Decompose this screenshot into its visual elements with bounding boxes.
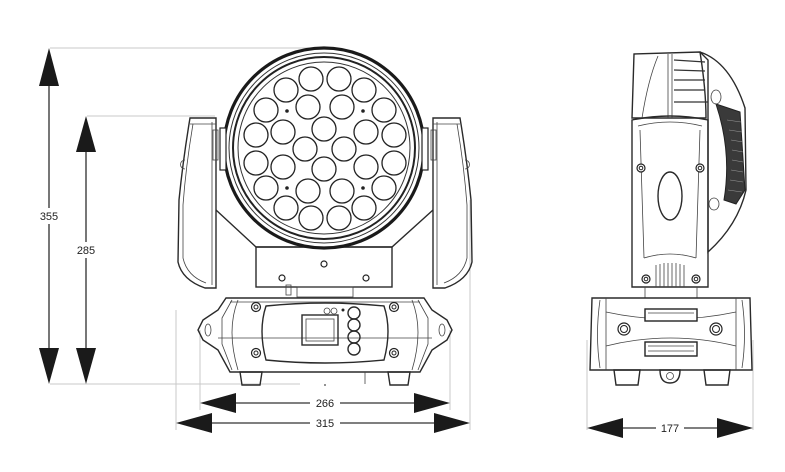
led-lens [243,122,269,148]
led-lens [371,175,397,201]
led-lens [311,116,337,142]
led-lens [331,136,357,162]
led-head [219,46,429,250]
led-lens [326,205,352,231]
dim-label-355: 355 [40,211,58,223]
led-lens [243,150,269,176]
led-lens [273,77,299,103]
panel-button [347,330,361,344]
dimension-depth: 177 [587,418,753,438]
arrow-up-icon [39,48,59,86]
front-view [177,46,473,386]
arrow-left-icon [587,418,623,438]
arrow-up-icon [76,116,96,152]
panel-button [347,342,361,356]
led-lens [351,195,377,221]
led-lens [253,175,279,201]
panel-button [347,306,361,320]
led-lens [353,119,379,145]
indicator-led [330,307,338,315]
led-lens [273,195,299,221]
indicator-led [323,307,331,315]
led-array [243,66,407,231]
led-lens [311,156,337,182]
led-lens [381,150,407,176]
side-view [589,51,753,386]
led-lens [353,154,379,180]
dimension-yoke-height: 285 [73,116,99,384]
led-lens [295,94,321,120]
led-lens [329,94,355,120]
arrow-down-icon [76,348,96,384]
led-lens [326,66,352,92]
arrow-right-icon [434,413,470,433]
led-lens [298,66,324,92]
led-lens [292,136,318,162]
arrow-left-icon [200,393,236,413]
arrow-left-icon [176,413,212,433]
led-lens [329,178,355,204]
arrow-right-icon [717,418,753,438]
left-yoke-arm [177,117,219,289]
front-base [197,297,453,386]
dim-label-285: 285 [77,245,95,257]
dim-label-177: 177 [661,423,679,435]
led-lens [371,97,397,123]
led-lens [295,178,321,204]
led-lens [270,154,296,180]
led-lens [351,77,377,103]
lcd-display [301,314,339,346]
led-lens [298,205,324,231]
arrow-down-icon [39,348,59,384]
dimension-base-width: 266 [200,393,450,413]
dimension-total-width: 315 [176,413,470,433]
led-lens [270,119,296,145]
led-lens [381,122,407,148]
panel-button [347,318,361,332]
arrow-right-icon [414,393,450,413]
dim-label-315: 315 [316,418,334,430]
dim-label-266: 266 [316,398,334,410]
dimension-total-height: 355 [36,48,62,384]
right-yoke-arm [430,117,473,289]
led-lens [253,97,279,123]
extension-lines [50,47,754,430]
